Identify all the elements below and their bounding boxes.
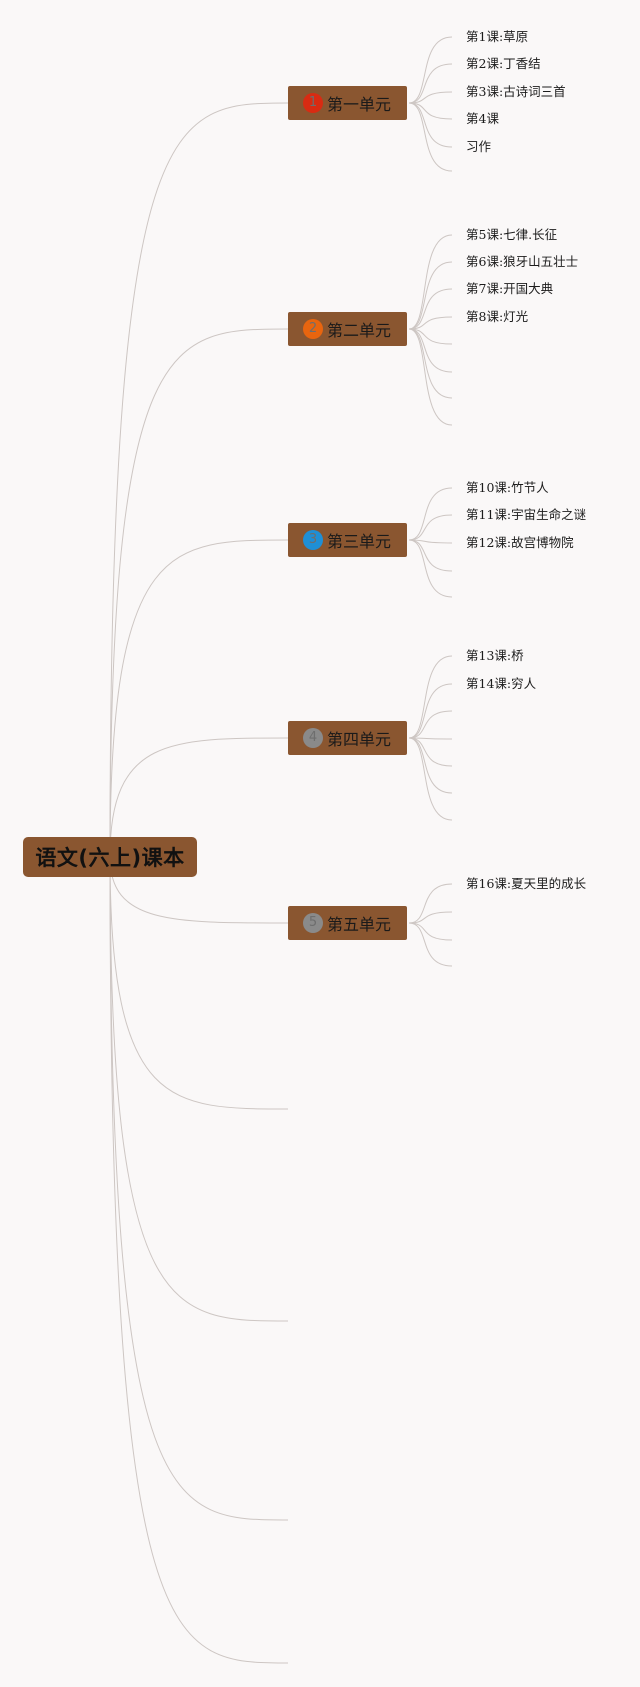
lesson-item[interactable]: 第11课:宇宙生命之谜 <box>466 507 587 522</box>
unit-label: 第一单元 <box>327 95 392 114</box>
lesson-item[interactable]: 第1课:草原 <box>466 29 529 44</box>
lesson-item[interactable]: 第12课:故宫博物院 <box>466 535 574 550</box>
unit-label: 第三单元 <box>327 532 392 551</box>
lesson-item[interactable]: 第13课:桥 <box>466 648 524 663</box>
lesson-item[interactable]: 第8课:灯光 <box>466 309 529 324</box>
lesson-item[interactable]: 第16课:夏天里的成长 <box>466 876 587 891</box>
lesson-item[interactable]: 第6课:狼牙山五壮士 <box>466 254 579 269</box>
unit-label: 第二单元 <box>327 321 392 340</box>
lesson-item[interactable]: 习作 <box>466 139 492 154</box>
lesson-item[interactable]: 第14课:穷人 <box>466 676 537 691</box>
root-node[interactable]: 语文(六上)课本 <box>23 837 197 877</box>
lesson-item[interactable]: 第7课:开国大典 <box>466 281 554 296</box>
unit-badge: 4 <box>303 728 323 748</box>
unit-badge: 5 <box>303 913 323 933</box>
lesson-item[interactable]: 第10课:竹节人 <box>466 480 549 495</box>
unit-label: 第五单元 <box>327 915 392 934</box>
unit-node-4[interactable]: 4 第四单元 <box>288 721 407 755</box>
unit-node-3[interactable]: 3 第三单元 <box>288 523 407 557</box>
lesson-item[interactable]: 第2课:丁香结 <box>466 56 541 71</box>
unit-badge: 3 <box>303 530 323 550</box>
unit-node-1[interactable]: 1 第一单元 <box>288 86 407 120</box>
root-title: 语文(六上)课本 <box>35 846 185 870</box>
unit-badge: 2 <box>303 319 323 339</box>
lesson-item[interactable]: 第5课:七律.长征 <box>466 227 558 242</box>
unit-label: 第四单元 <box>327 730 392 749</box>
unit-badge: 1 <box>303 93 323 113</box>
unit-node-5[interactable]: 5 第五单元 <box>288 906 407 940</box>
lesson-item[interactable]: 第4课 <box>466 111 499 126</box>
lesson-item[interactable]: 第3课:古诗词三首 <box>466 84 566 99</box>
unit-node-2[interactable]: 2 第二单元 <box>288 312 407 346</box>
